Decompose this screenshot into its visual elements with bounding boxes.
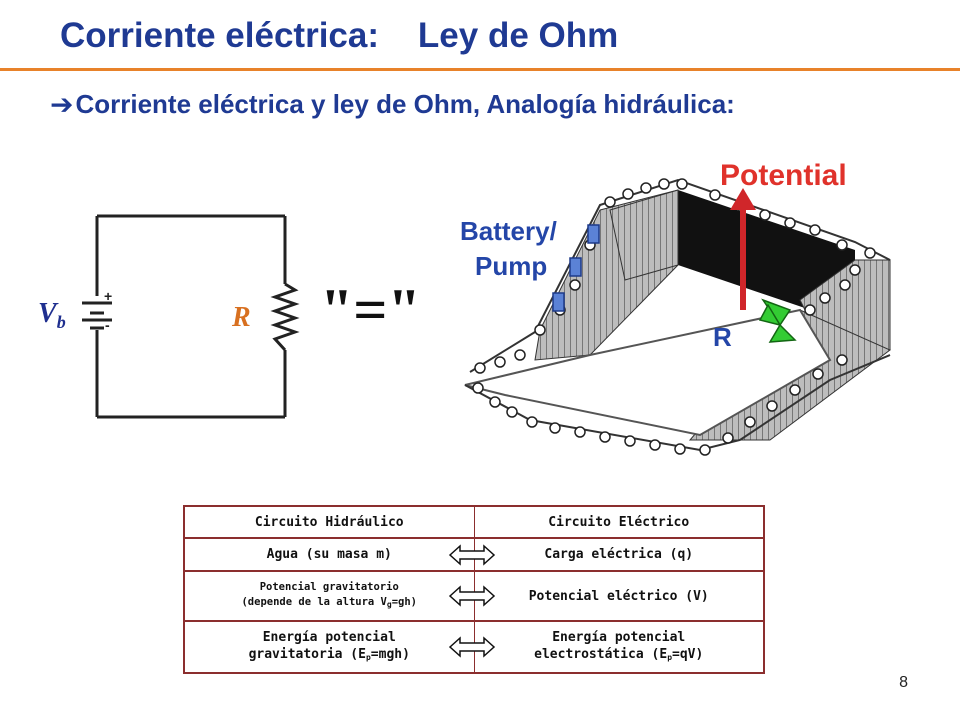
double-arrow-icon (448, 636, 496, 658)
header-electric: Circuito Eléctrico (548, 514, 690, 530)
header-hydraulic: Circuito Hidráulico (185, 507, 475, 537)
table-row: Energía potencial gravitatoria (Ep=mgh) … (185, 622, 763, 672)
table-row: Agua (su masa m) Carga eléctrica (q) (185, 539, 763, 572)
svg-text:"=": "=" (320, 280, 421, 343)
table-header-row: Circuito Hidráulico Circuito Eléctrico (185, 507, 763, 539)
cell-line: gravitatoria (Ep=mgh) (248, 646, 410, 662)
table-cell: Potencial eléctrico (V) (528, 588, 709, 604)
circuit-diagram: + - Vb R (38, 214, 300, 419)
slide-title: Corriente eléctrica: Ley de Ohm (60, 16, 619, 55)
battery-cells (552, 224, 600, 312)
cell-line: electrostática (Ep=qV) (534, 646, 704, 662)
double-arrow-icon (448, 585, 496, 607)
resistor-label: R (231, 302, 251, 333)
resistor-label-pool: R (713, 322, 732, 352)
analogy-table: Circuito Hidráulico Circuito Eléctrico A… (183, 505, 765, 674)
cell-line: Energía potencial (552, 629, 686, 645)
table-cell: Energía potencial gravitatoria (Ep=mgh) (185, 622, 475, 672)
paddle-wheel (758, 298, 797, 343)
table-row: Potencial gravitatorio (depende de la al… (185, 572, 763, 622)
battery-symbol (82, 301, 112, 330)
bullet-text: Corriente eléctrica y ley de Ohm, Analog… (75, 89, 735, 119)
bullet-item: ➔ Corriente eléctrica y ley de Ohm, Anal… (50, 88, 735, 121)
cell-line: Energía potencial (262, 629, 396, 645)
hydraulic-analogy-illustration: Potential Battery/ Pump R (460, 159, 891, 456)
svg-text:Vb: Vb (38, 298, 66, 332)
potential-arrow (730, 188, 756, 310)
double-arrow-icon (448, 543, 496, 566)
svg-text:+: + (104, 288, 112, 304)
cell-line: (depende de la altura Vg=gh) (241, 596, 418, 609)
pump-label: Pump (475, 251, 547, 281)
cell-line: Potencial gravitatorio (259, 581, 399, 593)
table-cell: Energía potencial electrostática (Ep=qV) (475, 622, 764, 672)
page-number: 8 (899, 674, 908, 691)
source-subscript: b (57, 312, 66, 332)
source-label: V (38, 298, 59, 329)
svg-text:-: - (105, 317, 110, 333)
battery-label: Battery/ (460, 216, 557, 246)
table-cell: Carga eléctrica (q) (544, 547, 694, 562)
analogy-equals-sign: "=" (320, 280, 421, 343)
table-cell: Agua (su masa m) (185, 539, 475, 570)
resistor-symbol (270, 282, 300, 352)
potential-label: Potential (720, 159, 847, 192)
table-cell: Potencial gravitatorio (depende de la al… (185, 572, 475, 620)
arrow-right-icon: ➔ (50, 88, 74, 121)
title-divider (0, 68, 960, 71)
